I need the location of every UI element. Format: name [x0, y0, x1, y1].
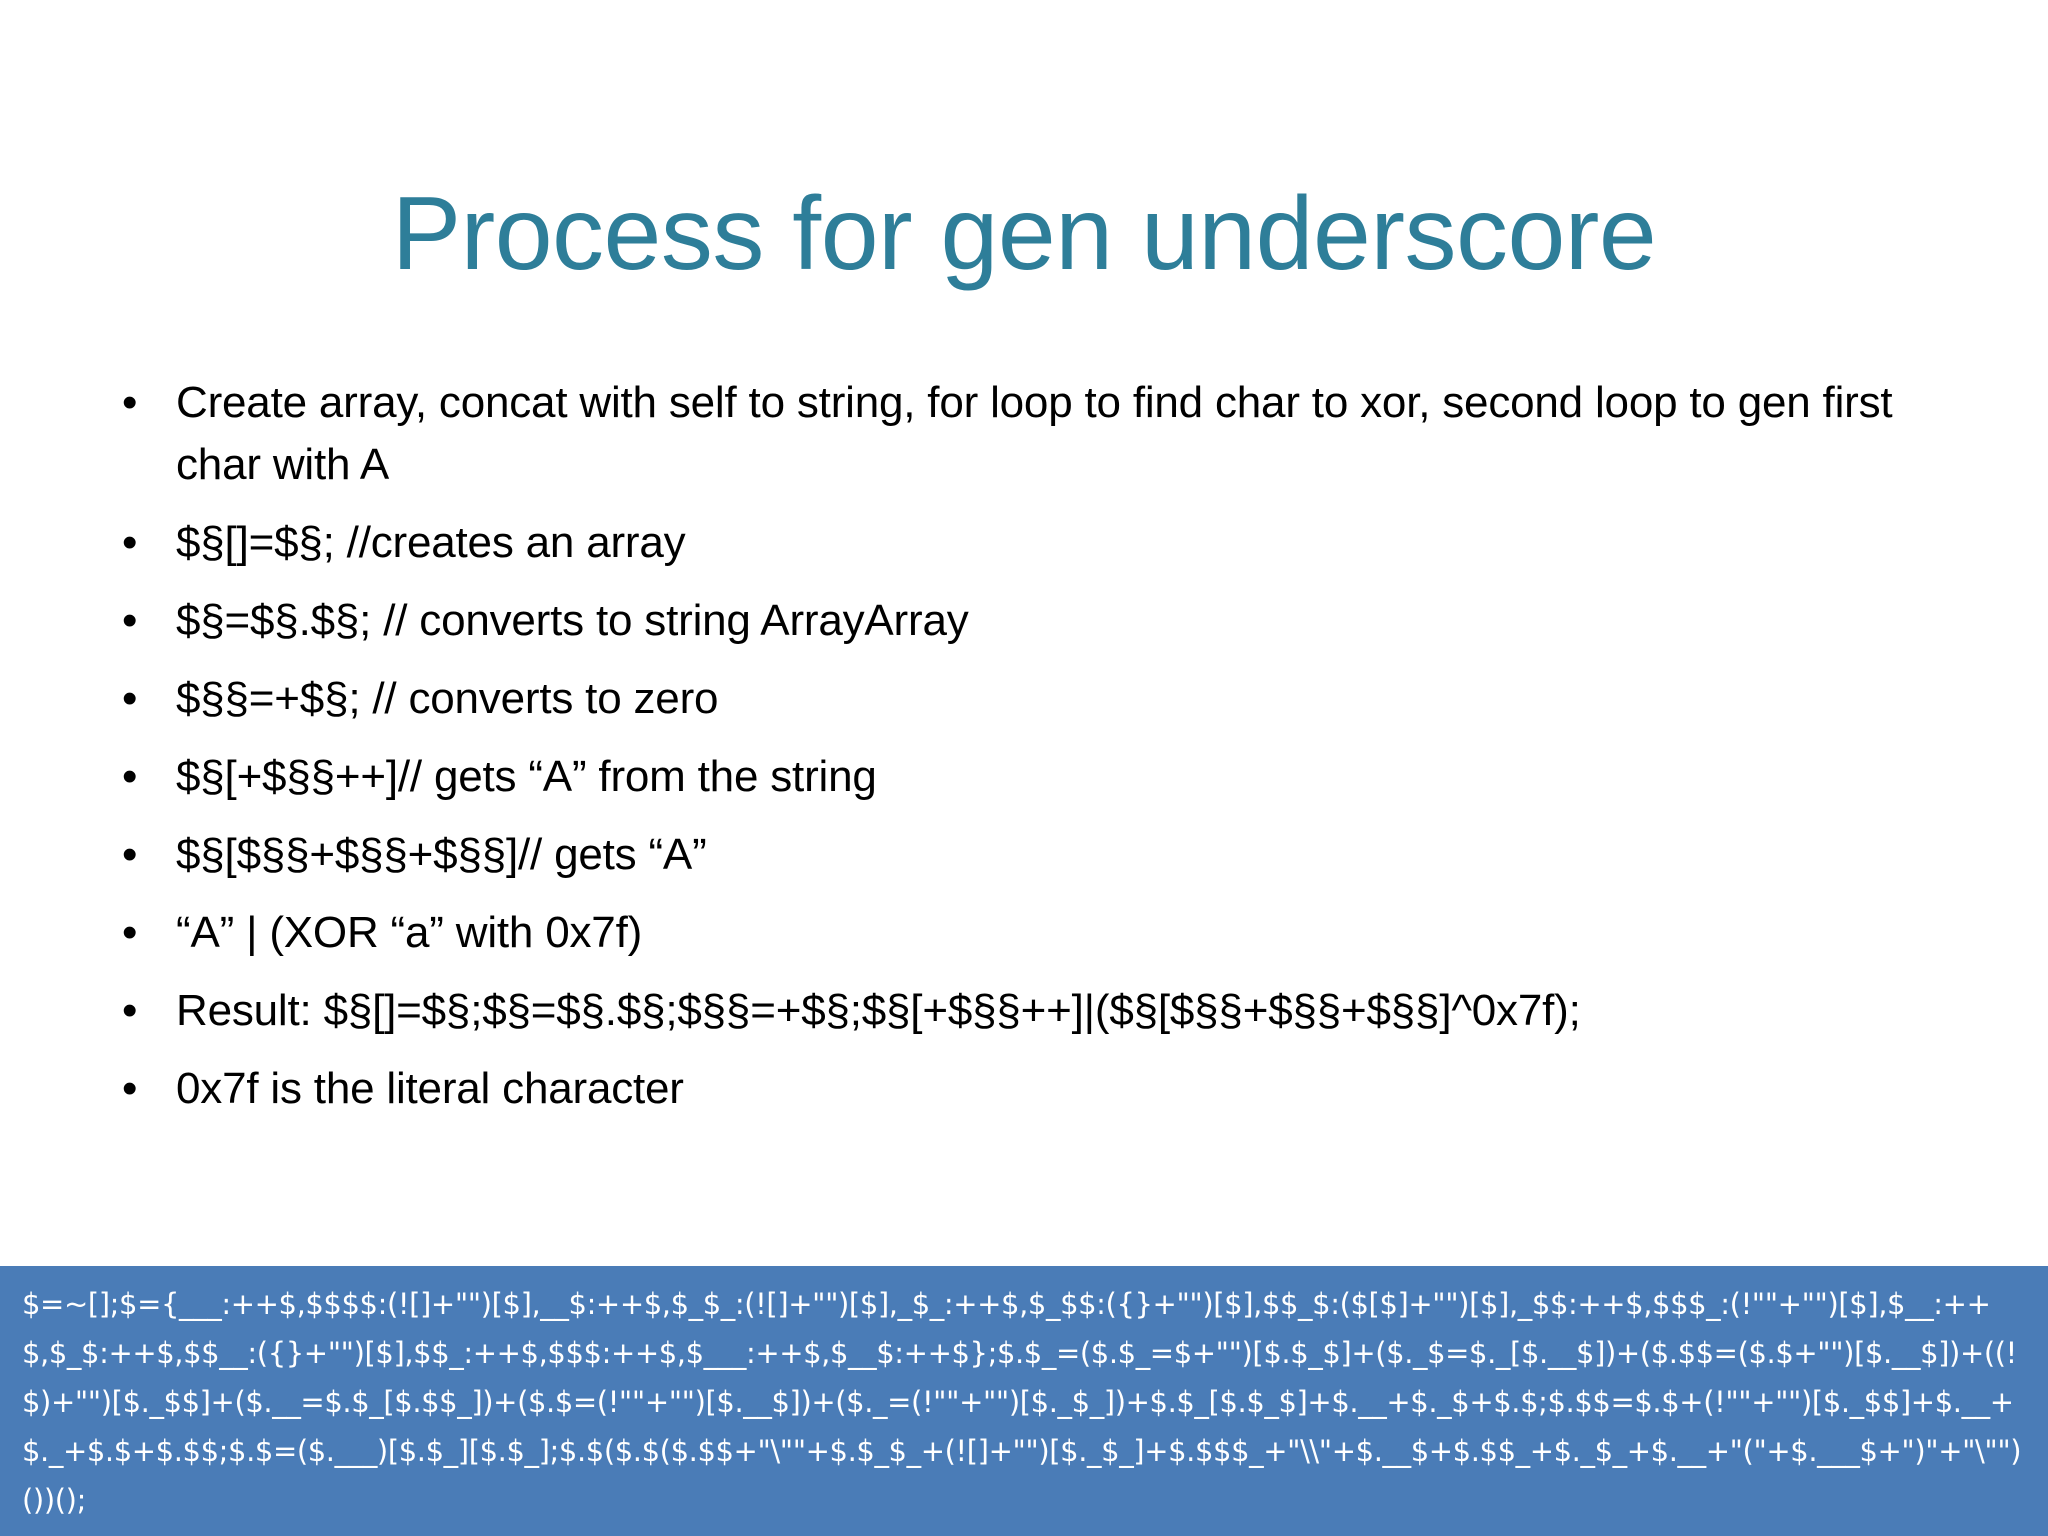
- list-item-label: $§§=+$§; // converts to zero: [176, 674, 719, 723]
- list-item-label: $§[+$§§++]// gets “A” from the string: [176, 752, 877, 801]
- bullet-marker-icon: •: [122, 1064, 138, 1113]
- list-item: • “A” | (XOR “a” with 0x7f): [104, 902, 1984, 964]
- list-item-label: “A” | (XOR “a” with 0x7f): [176, 908, 643, 957]
- list-item-label: Create array, concat with self to string…: [176, 378, 1893, 489]
- obfuscated-code-band: $=~[];$={___:++$,$$$$:(![]+"")[$],__$:++…: [0, 1266, 2048, 1536]
- bullet-marker-icon: •: [122, 674, 138, 723]
- bullet-marker-icon: •: [122, 518, 138, 567]
- list-item: • $§§=+$§; // converts to zero: [104, 668, 1984, 730]
- list-item-label: $§[$§§+$§§+$§§]// gets “A”: [176, 830, 707, 879]
- list-item-label: 0x7f is the literal character: [176, 1064, 684, 1113]
- bullet-marker-icon: •: [122, 378, 138, 427]
- list-item: • $§[]=$§; //creates an array: [104, 512, 1984, 574]
- bullet-marker-icon: •: [122, 596, 138, 645]
- list-item: • $§[+$§§++]// gets “A” from the string: [104, 746, 1984, 808]
- bullet-marker-icon: •: [122, 752, 138, 801]
- bullet-marker-icon: •: [122, 986, 138, 1035]
- bullet-marker-icon: •: [122, 830, 138, 879]
- page-title: Process for gen underscore: [391, 175, 1657, 292]
- list-item: • Create array, concat with self to stri…: [104, 372, 1984, 496]
- list-item-label: Result: $§[]=$§;$§=$§.$§;$§§=+$§;$§[+$§§…: [176, 986, 1581, 1035]
- list-item: • 0x7f is the literal character: [104, 1058, 1984, 1120]
- list-item: • $§=$§.$§; // converts to string ArrayA…: [104, 590, 1984, 652]
- bullet-marker-icon: •: [122, 908, 138, 957]
- list-item-label: $§=$§.$§; // converts to string ArrayArr…: [176, 596, 969, 645]
- bullet-list: • Create array, concat with self to stri…: [104, 372, 1984, 1136]
- obfuscated-code-text: $=~[];$={___:++$,$$$$:(![]+"")[$],__$:++…: [22, 1287, 2022, 1517]
- list-item: • Result: $§[]=$§;$§=$§.$§;$§§=+$§;$§[+$…: [104, 980, 1984, 1042]
- list-item: • $§[$§§+$§§+$§§]// gets “A”: [104, 824, 1984, 886]
- list-item-label: $§[]=$§; //creates an array: [176, 518, 686, 567]
